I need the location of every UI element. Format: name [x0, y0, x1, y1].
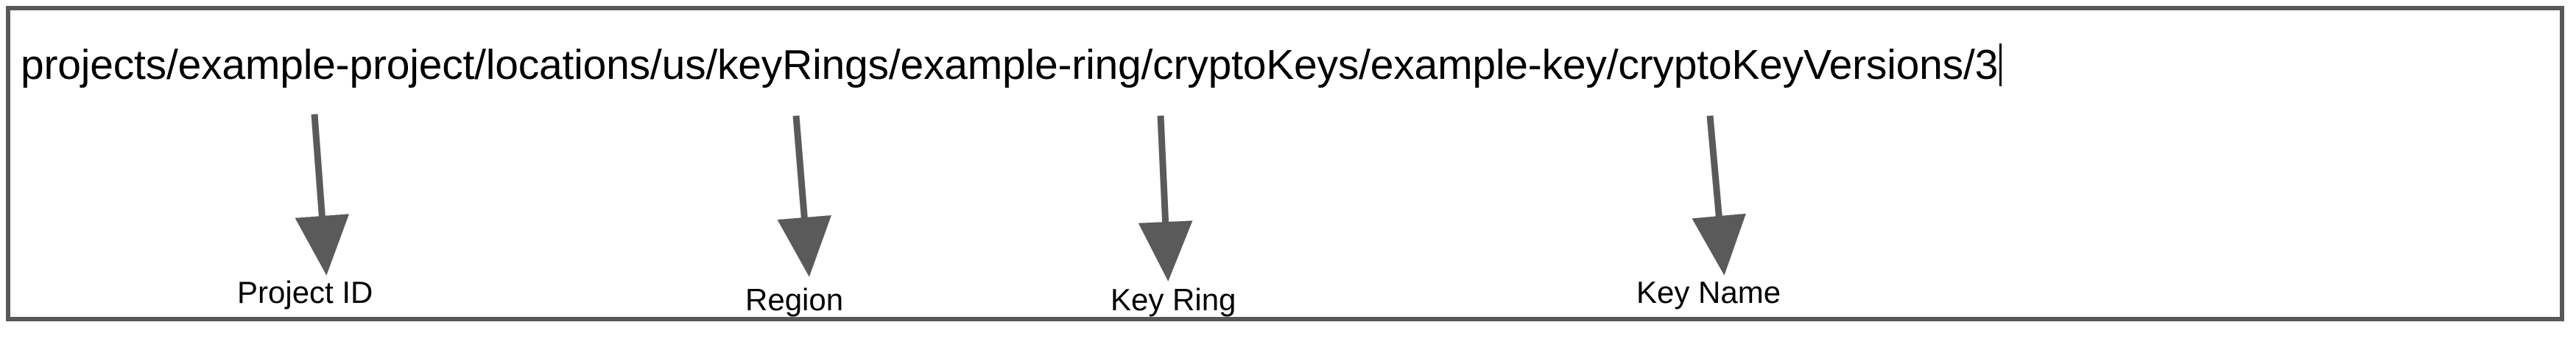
resource-path-value: projects/example-project/locations/us/ke… [21, 41, 1999, 88]
callout-label-region: Region [745, 282, 844, 317]
diagram-frame-border [6, 6, 2564, 321]
resource-path-text-field[interactable]: projects/example-project/locations/us/ke… [21, 41, 2002, 88]
callout-label-key-name: Key Name [1636, 275, 1781, 310]
text-cursor-caret [1999, 43, 2002, 86]
callout-label-key-ring: Key Ring [1111, 282, 1236, 317]
callout-label-project-id: Project ID [237, 275, 373, 310]
